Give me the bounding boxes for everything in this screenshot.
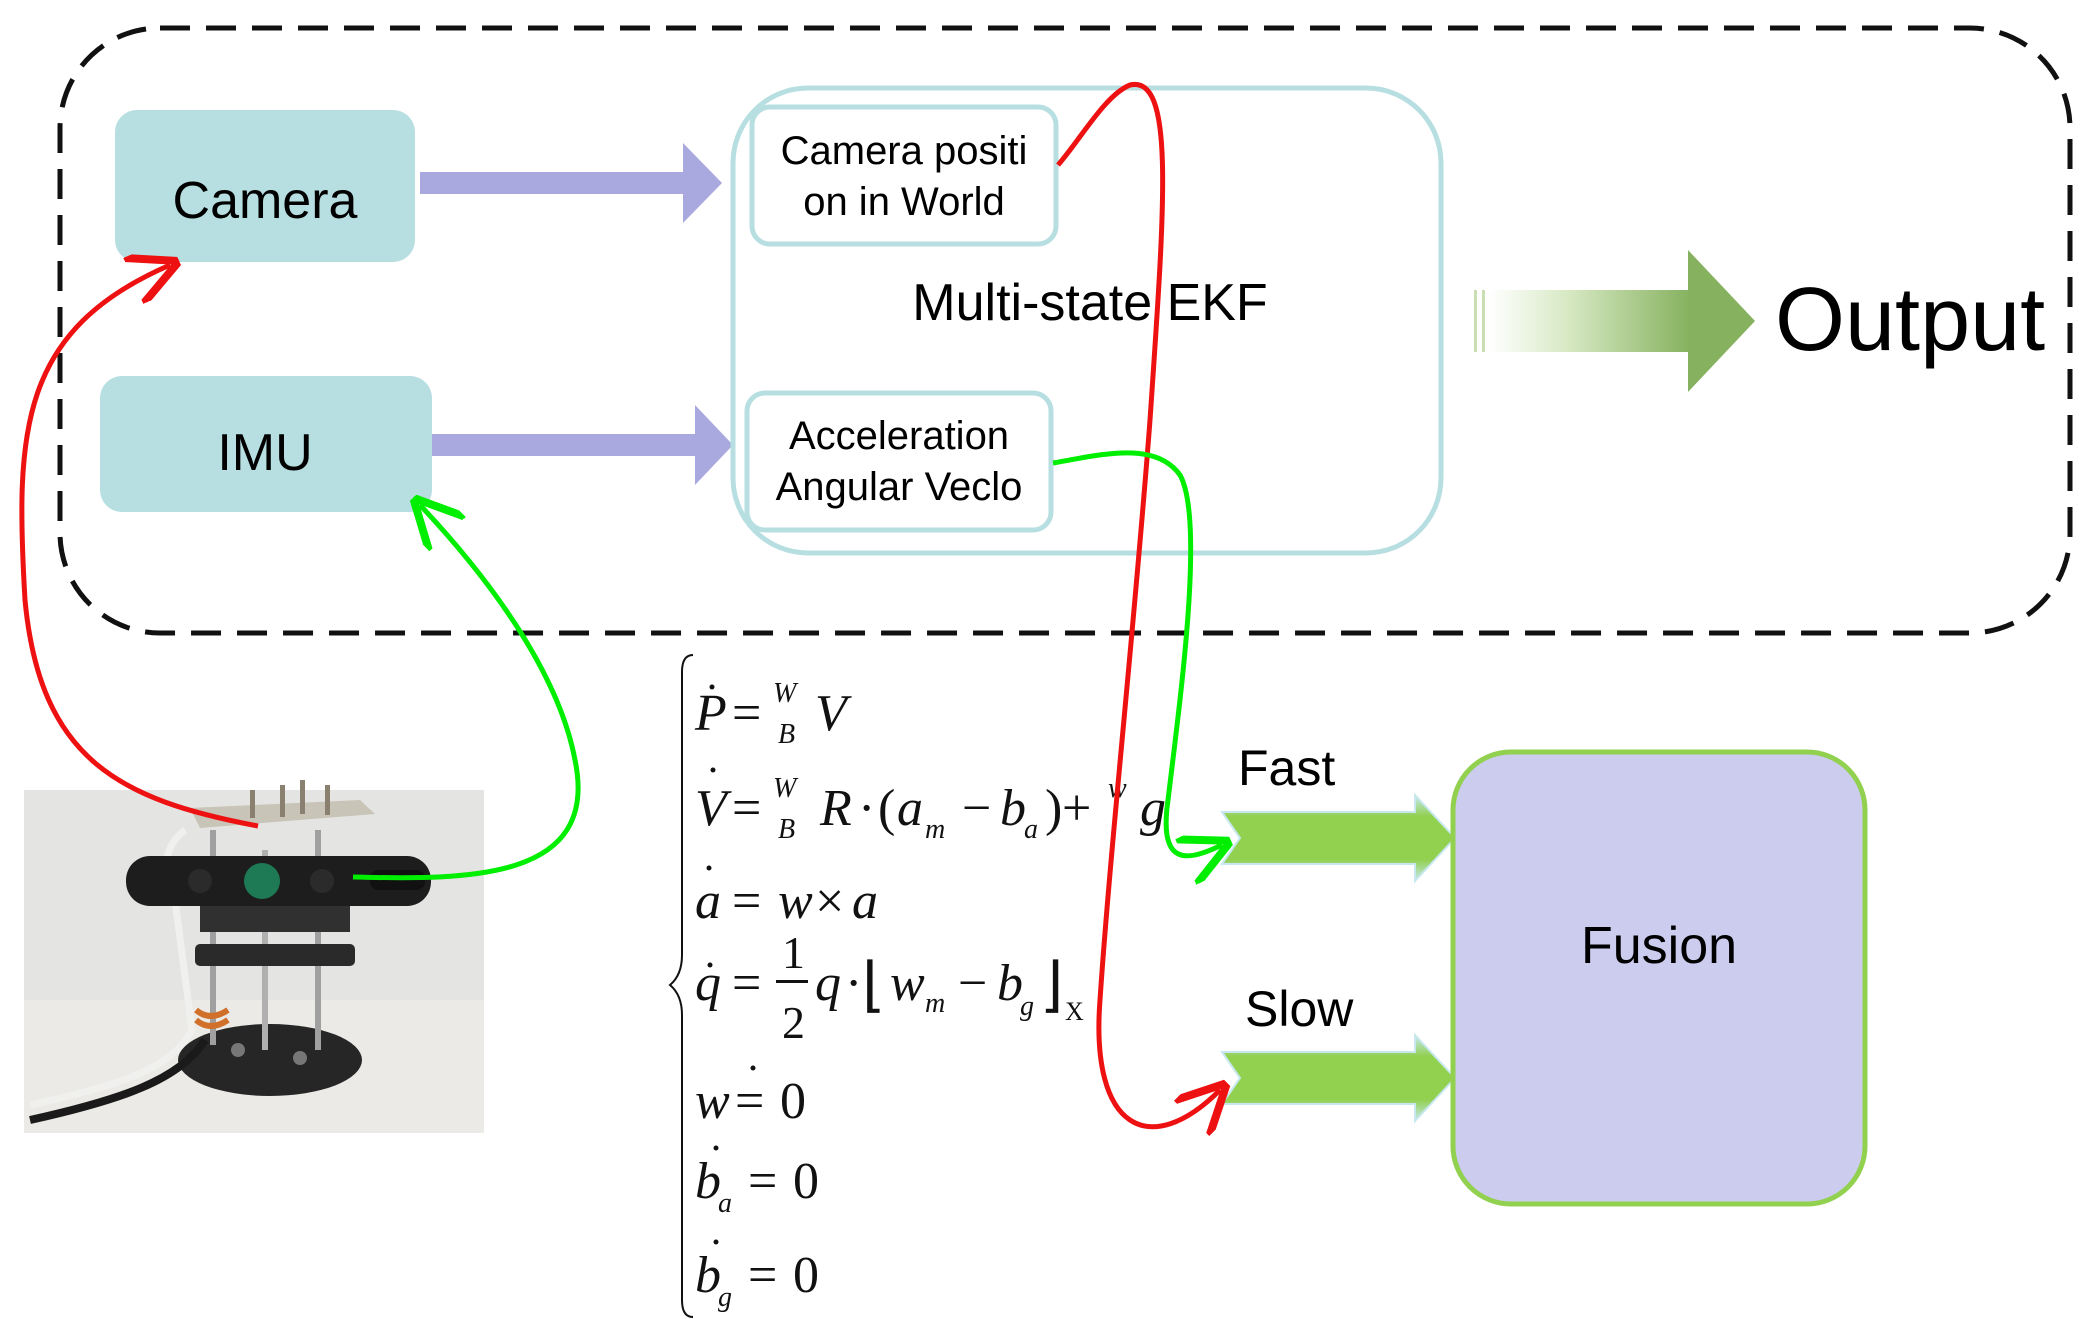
svg-text:2: 2 [782,997,805,1048]
svg-text:=: = [732,685,761,742]
sensor-rig-photo [24,780,484,1133]
svg-text:w: w [695,1073,730,1130]
svg-text:·: · [845,955,862,1012]
svg-text:−: − [958,955,987,1012]
svg-text:⌋: ⌋ [1040,952,1063,1018]
svg-text:X: X [1065,997,1084,1026]
svg-text:g: g [718,1282,732,1313]
equation-bg-dot: b g = 0 [695,1239,819,1313]
equation-v-dot: V = W B R · ( a m − b a ) + w g [695,767,1166,845]
svg-text:=: = [732,780,761,837]
svg-text:m: m [925,988,945,1019]
svg-text:0: 0 [780,1073,806,1130]
output-arrow [1474,250,1755,392]
svg-text:=: = [735,1073,764,1130]
imu-node: IMU [100,376,432,512]
camera-position-line2: on in World [803,180,1005,224]
output-label: Output [1775,270,2045,370]
svg-text:g: g [1020,991,1034,1022]
svg-text:R: R [819,780,852,837]
fusion-node: Fusion [1450,749,1868,1207]
slow-label: Slow [1245,981,1354,1037]
svg-text:V: V [815,685,852,742]
camera-to-ekf-arrow [420,143,722,223]
svg-text:a: a [695,873,721,930]
red-rig-to-camera-connector [19,265,259,829]
acceleration-box: Acceleration Angular Veclo [744,390,1054,533]
svg-text:): ) [1045,780,1062,837]
svg-text:=: = [748,1247,777,1304]
fast-label: Fast [1238,740,1335,796]
svg-text:w: w [778,873,813,930]
equation-w-dot: w = 0 [695,1065,806,1130]
green-rig-to-imu-connector [352,505,581,881]
svg-text:a: a [897,780,923,837]
svg-text:−: − [962,780,991,837]
equation-a-dot: a = w × a [695,865,878,930]
equation-ba-dot: b a = 0 [695,1145,819,1219]
camera-position-line1: Camera positi [781,129,1028,173]
svg-text:b: b [997,955,1023,1012]
acceleration-line2: Angular Veclo [776,465,1023,509]
ekf-label: Multi-state EKF [912,274,1267,332]
svg-text:B: B [778,719,795,750]
svg-text:q: q [815,955,841,1012]
svg-text:W: W [773,773,799,804]
camera-label: Camera [173,172,358,230]
system-boundary [57,25,2073,636]
camera-position-box: Camera positi on in World [749,104,1059,247]
svg-text:×: × [815,873,844,930]
svg-text:B: B [778,814,795,845]
svg-text:a: a [1024,814,1038,845]
svg-text:(: ( [878,780,895,837]
slow-arrow [1220,1032,1457,1124]
acceleration-line1: Acceleration [789,414,1009,458]
svg-text:b: b [695,1247,721,1304]
svg-text:0: 0 [793,1247,819,1304]
imu-label: IMU [217,424,312,482]
svg-text:W: W [773,678,799,709]
motion-equations: P = W B V V = W B R · ( a m − b a ) + w … [668,654,1166,1318]
svg-text:+: + [1062,780,1091,837]
imu-to-ekf-arrow [432,405,733,485]
svg-text:=: = [732,873,761,930]
equation-p-dot: P = W B V [694,678,852,750]
svg-text:V: V [695,780,732,837]
svg-text:=: = [732,955,761,1012]
equation-brace [668,654,694,1318]
svg-text:=: = [748,1153,777,1210]
svg-text:g: g [1140,780,1166,837]
equation-q-dot: q = 1 2 q · ⌊ w m − b g ⌋ X [695,927,1084,1048]
svg-text:m: m [925,814,945,845]
svg-text:b: b [695,1153,721,1210]
svg-text:P: P [694,685,727,742]
ekf-container [730,85,1444,556]
fusion-label: Fusion [1581,917,1737,975]
svg-text:·: · [858,780,875,837]
svg-text:b: b [1000,780,1026,837]
camera-node: Camera [115,110,415,262]
svg-text:1: 1 [782,927,805,978]
svg-text:⌊: ⌊ [862,952,885,1018]
fast-arrow [1220,792,1457,884]
svg-text:0: 0 [793,1153,819,1210]
red-position-to-slow-connector [1056,82,1220,1126]
svg-text:a: a [852,873,878,930]
green-acceleration-to-fast-connector [1052,450,1222,856]
svg-text:a: a [718,1188,732,1219]
svg-text:w: w [890,955,925,1012]
